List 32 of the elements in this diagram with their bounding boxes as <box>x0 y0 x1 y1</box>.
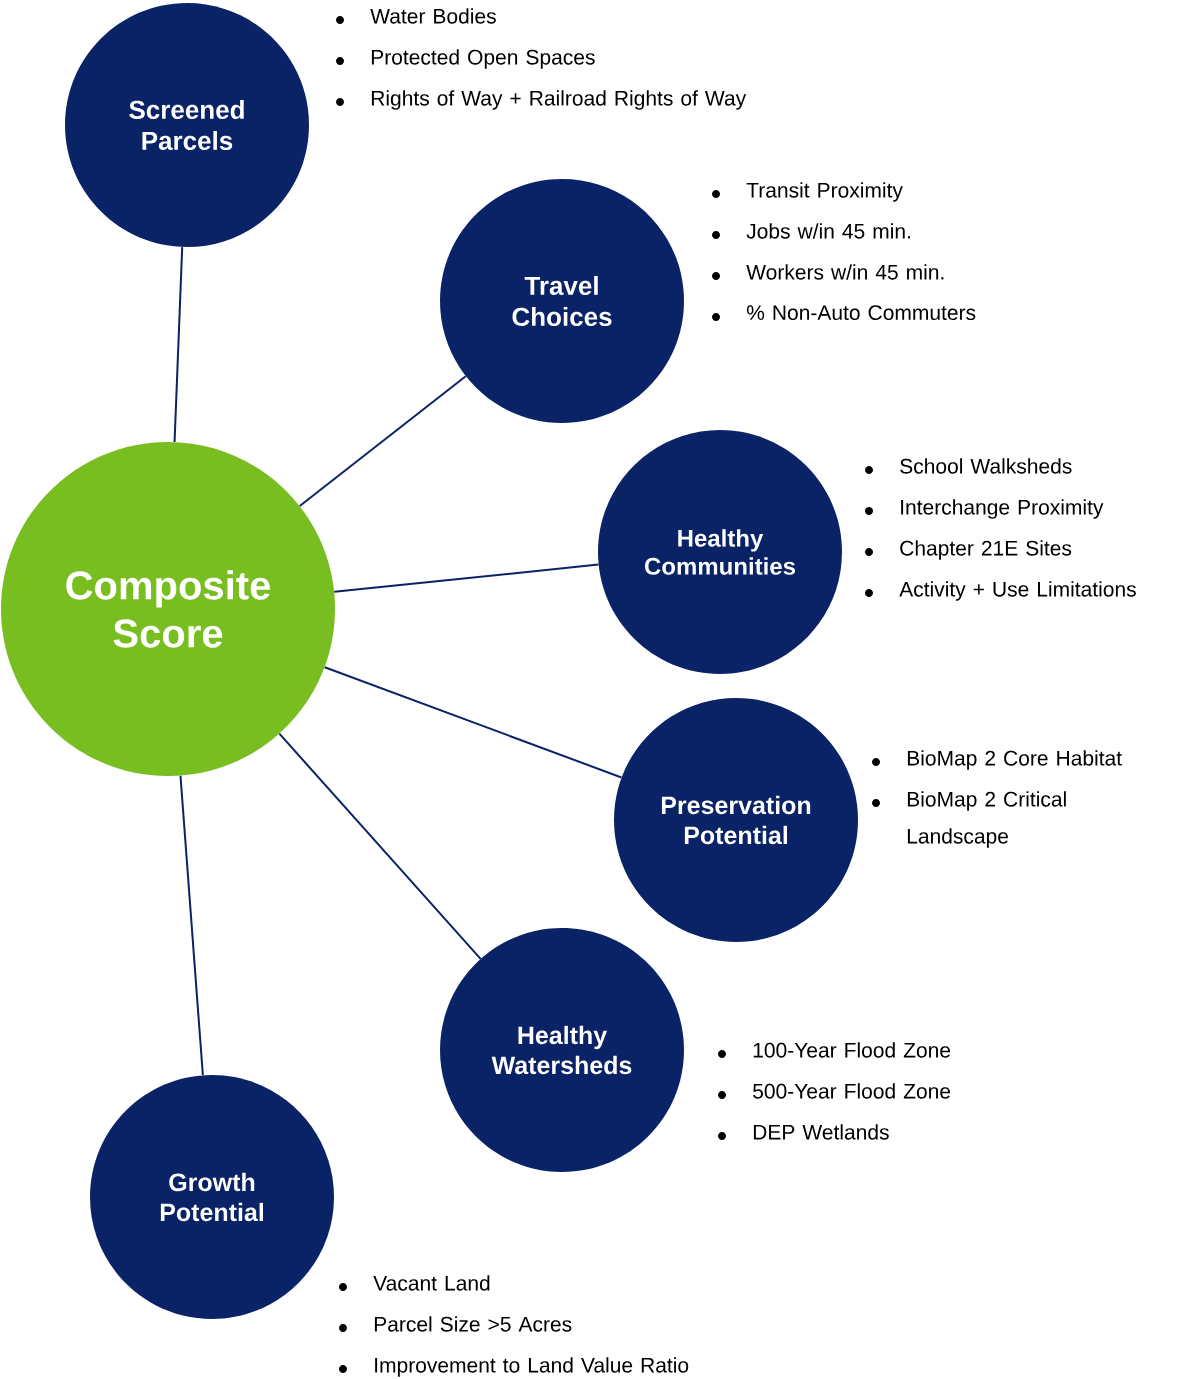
circle-node: Travel Choices <box>440 179 684 423</box>
bullet-item: 100-Year Flood Zone <box>753 1042 951 1058</box>
bullet-item: School Walksheds <box>900 458 1072 474</box>
bullet-item: Workers w/in 45 min. <box>746 264 944 280</box>
connector-line <box>173 246 184 443</box>
bullet-item: Interchange Proximity <box>901 499 1104 519</box>
connector-line <box>278 732 482 960</box>
bullet-item: Vacant Land <box>373 1275 490 1291</box>
bullet-item: BioMap 2 Core Habitat <box>907 750 1122 770</box>
connector-line <box>298 375 467 508</box>
bullet-item: DEP Wetlands <box>753 1124 889 1140</box>
bullet-item: Rights of Way + Railroad Rights of Way <box>371 90 747 110</box>
bullet-item: Chapter 21E Sites <box>900 540 1072 560</box>
circle-node: Growth Potential <box>90 1075 334 1319</box>
circle-node: Composite Score <box>1 442 335 776</box>
circle-node: Screened Parcels <box>65 3 309 247</box>
connector-line <box>333 563 600 593</box>
bullet-item: Water Bodies <box>370 8 496 24</box>
circle-node: Healthy Watersheds <box>440 928 684 1172</box>
connector-line <box>179 774 204 1077</box>
circle-node: Healthy Communities <box>598 430 842 674</box>
bullet-item: 500-Year Flood Zone <box>753 1083 951 1099</box>
bullet-item: BioMap 2 Critical Landscape <box>907 791 1066 848</box>
bullet-item: Jobs w/in 45 min. <box>746 223 910 239</box>
bullet-item: Protected Open Spaces <box>371 49 595 69</box>
circle-node: Preservation Potential <box>614 698 858 942</box>
bullet-item: Transit Proximity <box>746 182 903 202</box>
bullet-item: Improvement to Land Value Ratio <box>375 1357 689 1377</box>
connector-line <box>323 666 623 779</box>
bullet-item: Parcel Size >5 Acres <box>374 1316 572 1332</box>
bullet-item: Activity + Use Limitations <box>899 581 1136 601</box>
bullet-item: % Non-Auto Commuters <box>746 305 976 321</box>
